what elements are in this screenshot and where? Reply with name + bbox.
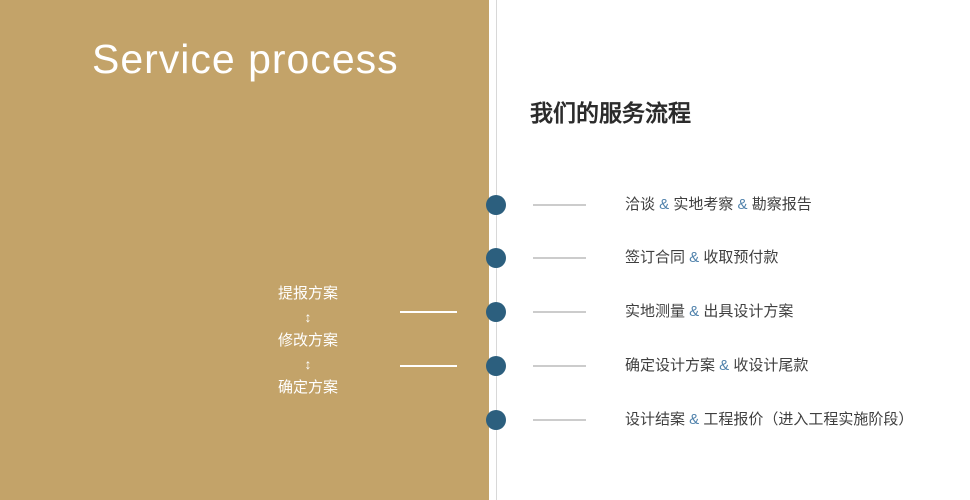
updown-arrow-icon: ↕ [304, 309, 312, 325]
separator-ampersand: & [685, 411, 704, 428]
timeline-item-text: 收设计尾款 [733, 357, 809, 374]
timeline-item-text: 实地考察 [673, 196, 734, 213]
timeline-dot-icon [486, 410, 506, 430]
timeline-item-text: 确定设计方案 [625, 357, 716, 374]
left-gold-panel: Service process 提报方案 ↕ 修改方案 ↕ 确定方案 [0, 0, 489, 500]
timeline-item-text: 签订合同 [625, 249, 686, 266]
slide-title-english: Service process [92, 36, 399, 82]
timeline-dot-icon [486, 302, 506, 322]
timeline-row: 洽谈 & 实地考察 & 勘察报告 [0, 193, 970, 217]
flow-step-label: 修改方案 [277, 332, 338, 349]
timeline-item-label: 确定设计方案 & 收设计尾款 [625, 354, 808, 378]
flow-connector-line [400, 365, 457, 367]
timeline-item-text: 勘察报告 [751, 196, 812, 213]
separator-ampersand: & [685, 303, 704, 320]
timeline-item-text: 收取预付款 [703, 249, 779, 266]
timeline-dot-icon [486, 356, 506, 376]
separator-ampersand: & [715, 357, 734, 374]
timeline-item-text: 工程报价（进入工程实施阶段） [703, 411, 914, 428]
row-connector-line [533, 311, 586, 313]
row-connector-line [533, 365, 586, 367]
separator-ampersand: & [685, 249, 704, 266]
timeline-row: 签订合同 & 收取预付款 [0, 246, 970, 270]
separator-ampersand: & [655, 196, 674, 213]
timeline-item-label: 签订合同 & 收取预付款 [625, 246, 778, 270]
timeline-row: 设计结案 & 工程报价（进入工程实施阶段） [0, 408, 970, 432]
flow-step-label: 提报方案 [277, 285, 338, 302]
flow-step-label: 确定方案 [277, 379, 338, 396]
timeline-dot-icon [486, 195, 506, 215]
timeline-item-label: 设计结案 & 工程报价（进入工程实施阶段） [625, 408, 913, 432]
slide-title-chinese: 我们的服务流程 [530, 100, 691, 126]
timeline-item-text: 设计结案 [625, 411, 686, 428]
timeline-item-label: 实地测量 & 出具设计方案 [625, 300, 793, 324]
row-connector-line [533, 419, 586, 421]
timeline-row: 实地测量 & 出具设计方案 [0, 300, 970, 324]
row-connector-line [533, 257, 586, 259]
timeline-item-label: 洽谈 & 实地考察 & 勘察报告 [625, 193, 812, 217]
timeline-row: 确定设计方案 & 收设计尾款 [0, 354, 970, 378]
timeline-item-text: 出具设计方案 [703, 303, 794, 320]
left-flow: 提报方案 ↕ 修改方案 ↕ 确定方案 [258, 284, 358, 398]
timeline-item-text: 实地测量 [625, 303, 686, 320]
row-connector-line [533, 204, 586, 206]
updown-arrow-icon: ↕ [304, 356, 312, 372]
timeline-dot-icon [486, 248, 506, 268]
flow-connector-line [400, 311, 457, 313]
separator-ampersand: & [733, 196, 752, 213]
timeline-item-text: 洽谈 [625, 196, 656, 213]
